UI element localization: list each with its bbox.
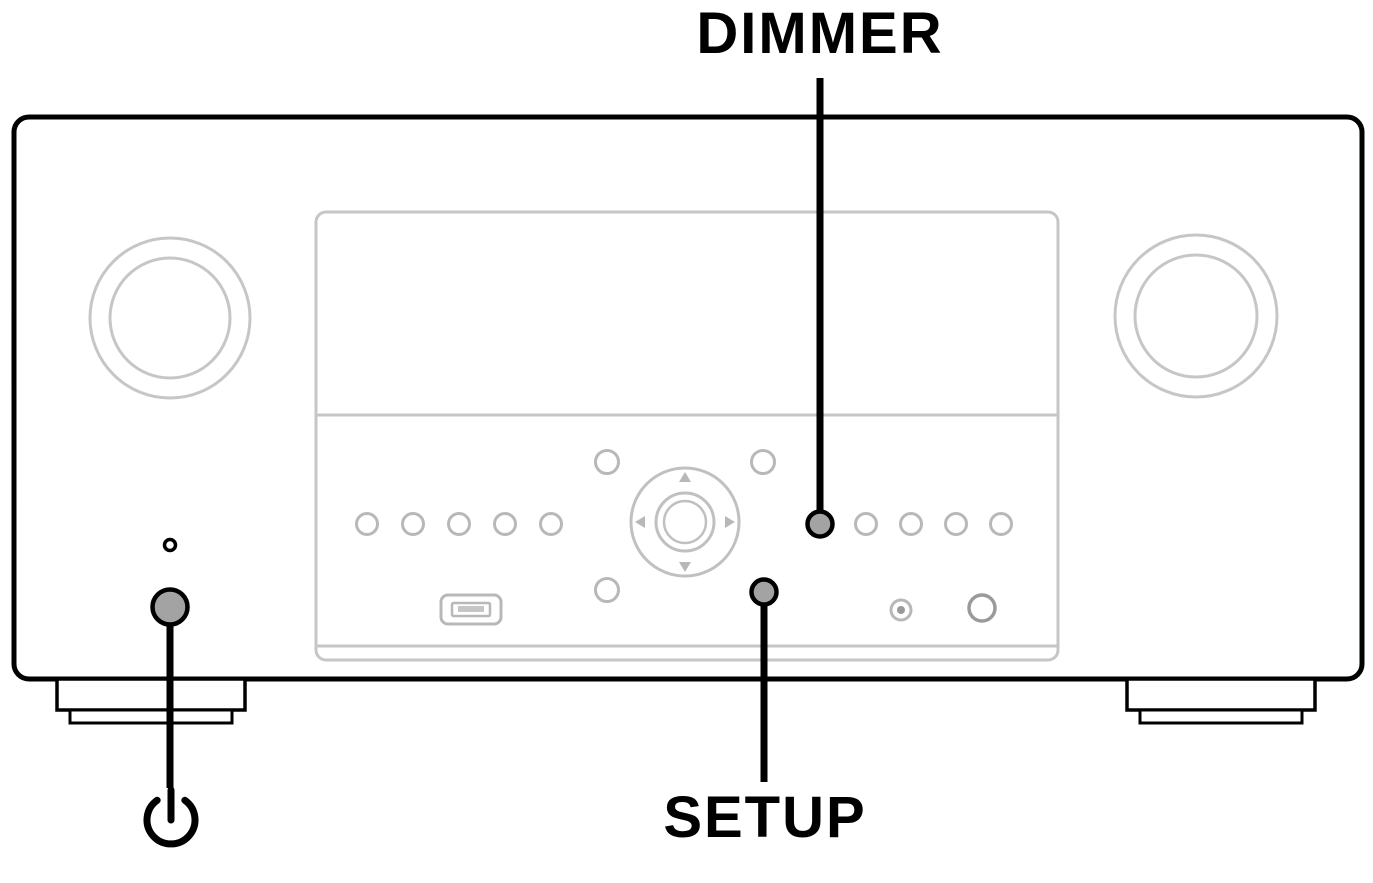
right-foot-base [1138, 708, 1304, 725]
left-knob-outer [88, 236, 252, 400]
panel-button [355, 512, 379, 536]
power-button [150, 587, 190, 627]
center-panel-outline [314, 210, 1060, 662]
cursor-up-arrow-icon [679, 472, 691, 482]
dimmer-button [805, 509, 835, 539]
mic-jack-hole [897, 606, 905, 614]
small-buttons-left [355, 512, 563, 536]
callout-lines [166, 78, 824, 788]
power-indicator-led [162, 537, 178, 553]
panel-button [447, 512, 471, 536]
left-knob-inner [108, 256, 232, 380]
center-panel [314, 210, 1060, 662]
cursor-pad-ring [629, 466, 741, 578]
small-buttons-right [854, 512, 1013, 536]
panel-button [594, 577, 620, 603]
headphones-jack [967, 593, 997, 623]
panel-button [854, 512, 878, 536]
cursor-left-arrow-icon [635, 516, 645, 528]
usb-port-outer [439, 593, 503, 626]
setup-button [749, 577, 779, 607]
panel-button [493, 512, 517, 536]
left-foot-base [68, 708, 234, 725]
usb-port-icon [439, 593, 503, 626]
panel-button [401, 512, 425, 536]
right-knob-inner [1133, 253, 1259, 379]
usb-port-inner [450, 601, 492, 618]
dimmer-label: DIMMER [696, 1, 944, 66]
mic-jack-ring [889, 598, 913, 622]
power-symbol-circle [143, 796, 199, 848]
panel-button [594, 449, 620, 475]
panel-button [989, 512, 1013, 536]
panel-button [944, 512, 968, 536]
panel-button [539, 512, 563, 536]
right-knob [1113, 233, 1279, 399]
setup-mic-jack [889, 598, 913, 622]
receiver-outline [11, 114, 1365, 682]
left-foot-top [55, 677, 247, 712]
left-knob [88, 236, 252, 400]
right-knob-outer [1113, 233, 1279, 399]
left-foot [55, 677, 247, 725]
setup-label: SETUP [663, 785, 867, 850]
power-standby-icon [143, 786, 199, 848]
cursor-pad-center-inner [662, 499, 708, 545]
receiver-unit [11, 114, 1365, 725]
right-foot-top [1125, 677, 1317, 712]
panel-button [899, 512, 923, 536]
cursor-right-arrow-icon [725, 516, 735, 528]
cursor-pad-center-outer [654, 491, 716, 553]
usb-port-tongue [458, 606, 484, 612]
panel-button [750, 449, 776, 475]
cursor-down-arrow-icon [679, 562, 691, 572]
cursor-pad-icon [629, 466, 741, 578]
right-foot [1125, 677, 1317, 725]
